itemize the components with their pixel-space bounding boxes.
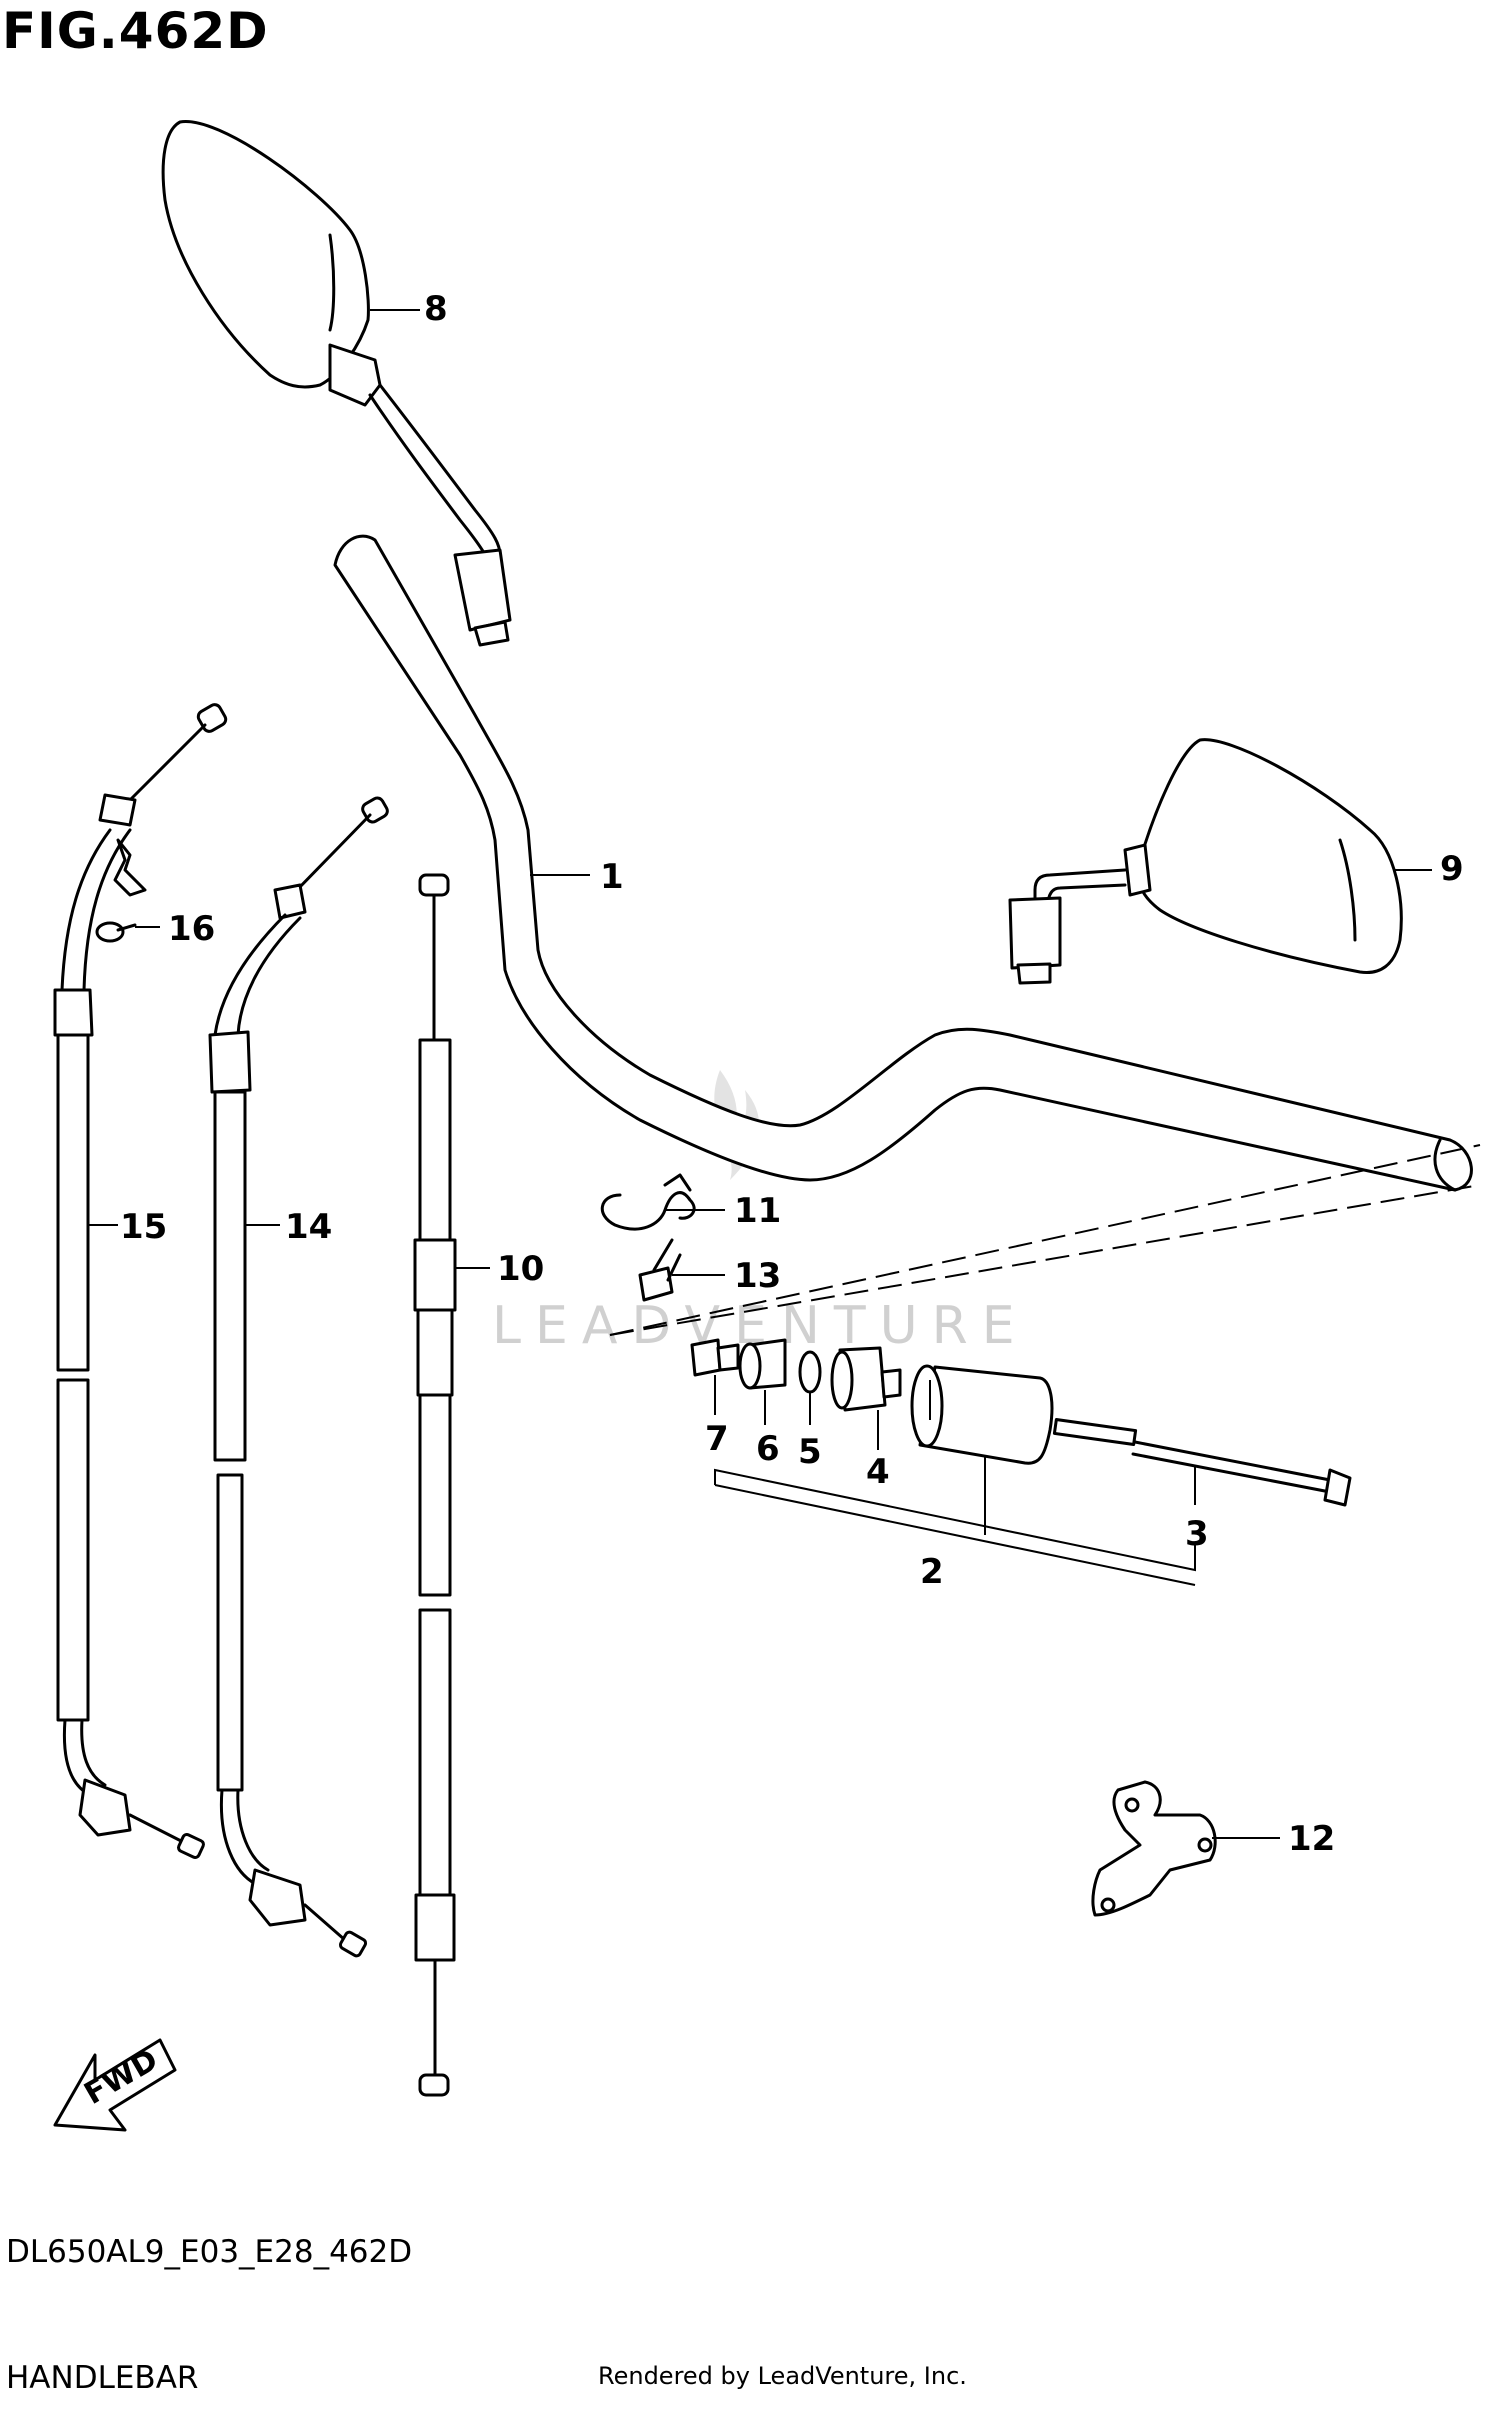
callout-6: 6 — [756, 1429, 780, 1469]
callout-7: 7 — [705, 1419, 729, 1459]
callout-1: 1 — [600, 857, 624, 897]
part-7[interactable] — [690, 1338, 740, 1377]
cable-14-part[interactable] — [208, 796, 390, 1958]
callout-12: 12 — [1288, 1819, 1335, 1859]
cable-10-part[interactable] — [413, 873, 457, 2097]
part-6[interactable] — [738, 1338, 787, 1390]
fwd-arrow: FWD — [53, 2038, 177, 2132]
callout-10: 10 — [497, 1249, 544, 1289]
model-code: DL650AL9_E03_E28_462D — [6, 2234, 413, 2270]
callout-4: 4 — [866, 1452, 890, 1492]
cable-15-part[interactable] — [53, 702, 228, 1859]
callout-11: 11 — [734, 1191, 781, 1231]
callout-8: 8 — [424, 289, 448, 329]
part-2-grip-end[interactable] — [910, 1364, 1054, 1465]
callout-5: 5 — [798, 1432, 822, 1472]
bracket-12-part[interactable] — [1091, 1780, 1217, 1917]
diagram-name: HANDLEBAR — [6, 2360, 199, 2396]
credit-line: Rendered by LeadVenture, Inc. — [598, 2362, 967, 2390]
right-mirror-part[interactable] — [1008, 738, 1403, 985]
callout-16: 16 — [168, 909, 215, 949]
handlebar-part[interactable] — [333, 534, 1473, 1192]
clip-11-part[interactable] — [601, 1173, 696, 1231]
callout-14: 14 — [285, 1207, 332, 1247]
callouts: 8 9 1 11 13 10 14 15 16 7 6 5 4 3 2 12 — [120, 289, 1464, 1859]
callout-9: 9 — [1440, 849, 1464, 889]
callout-3: 3 — [1185, 1514, 1209, 1554]
left-mirror-part[interactable] — [161, 120, 512, 647]
bolt-13-part[interactable] — [638, 1238, 682, 1302]
callout-15: 15 — [120, 1207, 167, 1247]
callout-2: 2 — [920, 1552, 944, 1592]
leader-lines — [88, 309, 1481, 1839]
part-3-bolt[interactable] — [1052, 1418, 1352, 1507]
callout-13: 13 — [734, 1256, 781, 1296]
part-4[interactable] — [830, 1346, 902, 1412]
part-5[interactable] — [798, 1350, 822, 1394]
screw-16-part[interactable] — [95, 921, 137, 943]
figure-title: FIG.462D — [2, 2, 269, 60]
